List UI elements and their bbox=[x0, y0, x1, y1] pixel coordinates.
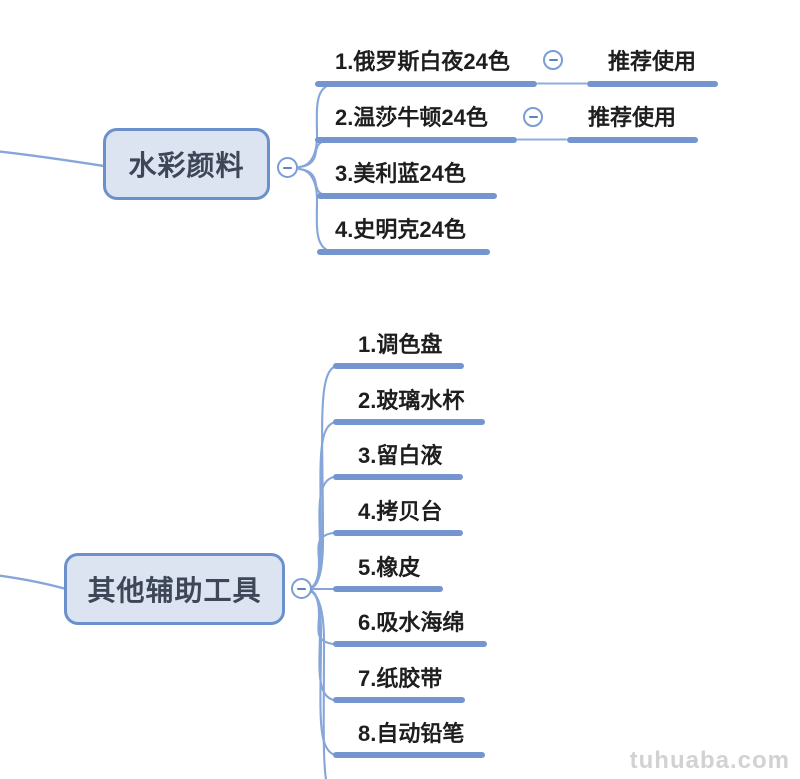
topic-underline bbox=[333, 641, 487, 647]
note-connectors bbox=[516, 82, 588, 141]
topic-maimeri-blu[interactable]: 3.美利蓝24色 bbox=[335, 161, 466, 186]
topic-underline bbox=[333, 363, 464, 369]
branch-node-watercolor[interactable]: 水彩颜料 bbox=[103, 128, 270, 200]
collapse-toggle-note-2[interactable] bbox=[523, 107, 543, 127]
connector-child-1 bbox=[297, 82, 334, 169]
note-recommended-2[interactable]: 推荐使用 bbox=[588, 105, 677, 130]
root-connectors bbox=[0, 150, 106, 591]
collapse-toggle-note-1[interactable] bbox=[543, 50, 563, 70]
collapse-toggle-tools[interactable] bbox=[291, 578, 312, 599]
topic-underline bbox=[333, 530, 463, 536]
branch-node-tools[interactable]: 其他辅助工具 bbox=[64, 553, 285, 625]
branch-node-watercolor-label: 水彩颜料 bbox=[128, 150, 245, 181]
root-line-tools bbox=[0, 574, 68, 591]
topic-paper-tape[interactable]: 7.纸胶带 bbox=[358, 666, 443, 691]
connector-child-2 bbox=[297, 138, 333, 169]
topic-white-nights[interactable]: 1.俄罗斯白夜24色 bbox=[335, 49, 510, 74]
topic-underline bbox=[333, 752, 485, 758]
topic-sponge[interactable]: 6.吸水海绵 bbox=[358, 610, 465, 635]
connector-tool-1 bbox=[310, 364, 338, 590]
topic-mechanical-pencil[interactable]: 8.自动铅笔 bbox=[358, 721, 465, 746]
topic-underline bbox=[333, 474, 463, 480]
topic-winsor-newton[interactable]: 2.温莎牛顿24色 bbox=[335, 105, 488, 130]
minus-icon bbox=[283, 166, 292, 169]
topic-underline bbox=[333, 697, 465, 703]
topic-underline bbox=[567, 137, 698, 143]
topic-underline bbox=[315, 81, 537, 87]
tools-fan-connectors bbox=[310, 364, 338, 779]
minus-icon bbox=[528, 116, 538, 118]
minus-icon bbox=[548, 59, 558, 61]
note-recommended-1[interactable]: 推荐使用 bbox=[608, 49, 697, 74]
topic-underline bbox=[587, 81, 718, 87]
topic-palette[interactable]: 1.调色盘 bbox=[358, 332, 443, 357]
watercolor-fan-connectors bbox=[297, 82, 334, 254]
topic-underline bbox=[317, 193, 497, 199]
watermark: tuhuaba.com bbox=[629, 747, 790, 774]
topic-schmincke[interactable]: 4.史明克24色 bbox=[335, 217, 466, 242]
branch-node-tools-label: 其他辅助工具 bbox=[87, 575, 262, 606]
root-line-watercolor bbox=[0, 150, 106, 168]
connector-child-4 bbox=[297, 167, 334, 254]
topic-eraser[interactable]: 5.橡皮 bbox=[358, 555, 421, 580]
collapse-toggle-watercolor[interactable] bbox=[277, 157, 298, 178]
connector-tool-4 bbox=[310, 531, 335, 589]
topic-glass-cup[interactable]: 2.玻璃水杯 bbox=[358, 388, 465, 413]
topic-masking-fluid[interactable]: 3.留白液 bbox=[358, 443, 443, 468]
topic-underline bbox=[333, 586, 443, 592]
topic-underline bbox=[317, 249, 490, 255]
topic-light-table[interactable]: 4.拷贝台 bbox=[358, 499, 443, 524]
connector-tool-offscreen bbox=[310, 590, 327, 779]
topic-underline bbox=[333, 419, 485, 425]
minus-icon bbox=[297, 587, 306, 590]
topic-underline bbox=[315, 137, 517, 143]
